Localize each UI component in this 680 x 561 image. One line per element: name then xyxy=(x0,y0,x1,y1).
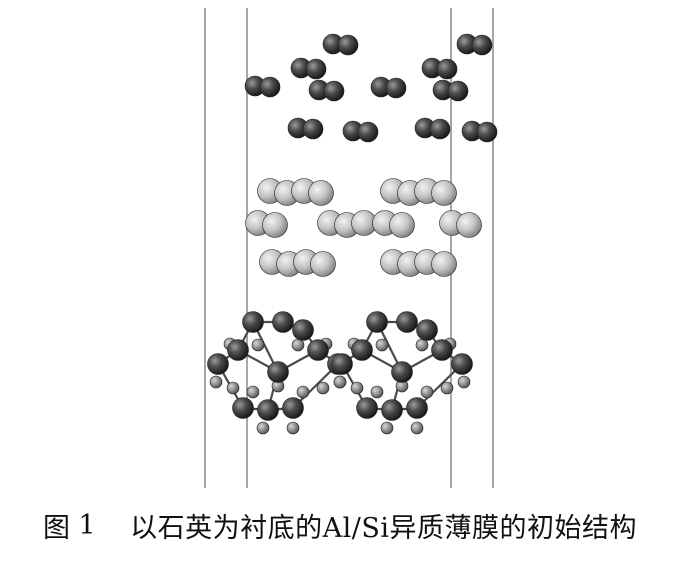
silicon-substrate-atom xyxy=(227,339,249,361)
al-atom xyxy=(431,251,457,277)
figure-caption: 图 1 以石英为衬底的Al/Si异质薄膜的初始结构 xyxy=(0,500,680,550)
si-atom xyxy=(429,118,451,140)
quartz-substrate-atoms xyxy=(207,311,473,435)
silicon-substrate-atom xyxy=(356,397,378,419)
si-atom-layer xyxy=(244,33,498,143)
silicon-substrate-atom xyxy=(207,353,229,375)
oxygen-atom xyxy=(251,338,265,352)
oxygen-atom xyxy=(350,381,364,395)
silicon-substrate-atom xyxy=(331,353,353,375)
silicon-substrate-atom xyxy=(451,353,473,375)
si-atom xyxy=(447,80,469,102)
oxygen-atom xyxy=(333,375,347,389)
oxygen-atom xyxy=(256,421,270,435)
si-atom xyxy=(337,34,359,56)
silicon-substrate-atom xyxy=(267,361,289,383)
silicon-substrate-atom xyxy=(381,399,403,421)
si-atom xyxy=(357,121,379,143)
silicon-substrate-atom xyxy=(416,319,438,341)
si-atom xyxy=(436,58,458,80)
si-atom xyxy=(476,121,498,143)
oxygen-atom xyxy=(410,421,424,435)
oxygen-atom xyxy=(296,385,310,399)
al-atom xyxy=(456,212,482,238)
oxygen-atom xyxy=(226,381,240,395)
silicon-substrate-atom xyxy=(242,311,264,333)
oxygen-atom xyxy=(457,375,471,389)
oxygen-atom xyxy=(440,381,454,395)
oxygen-atom xyxy=(316,381,330,395)
oxygen-atom xyxy=(291,338,305,352)
oxygen-atom xyxy=(209,375,223,389)
silicon-substrate-atom xyxy=(272,311,294,333)
silicon-substrate-atom xyxy=(406,397,428,419)
oxygen-atom xyxy=(286,421,300,435)
al-atom xyxy=(389,212,415,238)
al-atom-layer xyxy=(245,178,482,277)
si-atom xyxy=(259,76,281,98)
caption-number: 1 xyxy=(78,509,97,541)
caption-text: 以石英为衬底的Al/Si异质薄膜的初始结构 xyxy=(130,512,638,544)
silicon-substrate-atom xyxy=(366,311,388,333)
oxygen-atom xyxy=(370,385,384,399)
silicon-substrate-atom xyxy=(396,311,418,333)
silicon-substrate-atom xyxy=(391,361,413,383)
al-atom xyxy=(308,180,334,206)
silicon-substrate-atom xyxy=(282,397,304,419)
si-atom xyxy=(385,77,407,99)
silicon-substrate-atom xyxy=(307,339,329,361)
atomic-structure-figure xyxy=(204,8,498,488)
silicon-substrate-atom xyxy=(232,397,254,419)
oxygen-atom xyxy=(380,421,394,435)
oxygen-atom xyxy=(420,385,434,399)
si-atom xyxy=(305,58,327,80)
silicon-substrate-atom xyxy=(431,339,453,361)
oxygen-atom xyxy=(415,338,429,352)
caption-label: 图 xyxy=(42,512,71,544)
al-atom xyxy=(262,212,288,238)
al-atom xyxy=(310,251,336,277)
si-atom xyxy=(323,80,345,102)
silicon-substrate-atom xyxy=(292,319,314,341)
oxygen-atom xyxy=(246,385,260,399)
silicon-substrate-atom xyxy=(257,399,279,421)
silicon-substrate-atom xyxy=(351,339,373,361)
al-atom xyxy=(431,180,457,206)
si-atom xyxy=(302,118,324,140)
si-atom xyxy=(471,34,493,56)
oxygen-atom xyxy=(375,338,389,352)
